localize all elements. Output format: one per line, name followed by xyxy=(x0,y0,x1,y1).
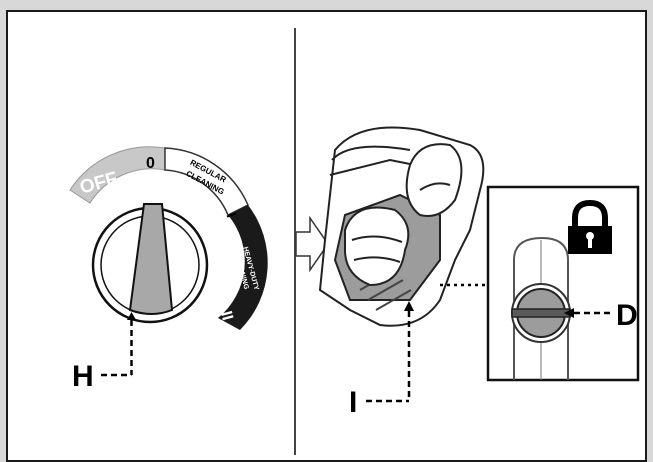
heavy-duty-band xyxy=(218,205,268,330)
callout-h: H xyxy=(72,312,136,393)
callout-i: I xyxy=(349,301,414,419)
roman-one-label: I xyxy=(223,210,239,219)
callout-h-label: H xyxy=(72,360,94,393)
callout-i-label: I xyxy=(349,386,357,419)
padlock-icon xyxy=(568,199,612,254)
callout-d: D xyxy=(564,299,638,332)
callout-d-arrowhead xyxy=(564,308,574,318)
cleaner-device xyxy=(318,126,485,327)
zero-label: 0 xyxy=(146,155,155,172)
roman-two-label: II xyxy=(217,309,236,322)
zoom-inset xyxy=(486,185,640,382)
knob-pointer xyxy=(128,203,174,315)
callout-h-arrowhead xyxy=(127,312,136,320)
arrow-right-icon xyxy=(295,215,329,273)
callout-d-label: D xyxy=(616,299,638,332)
mode-dial: OFF 0 REGULAR CLEANING I HEAVY-DUTY CLEA… xyxy=(69,146,268,330)
callout-i-arrowhead xyxy=(404,301,414,311)
